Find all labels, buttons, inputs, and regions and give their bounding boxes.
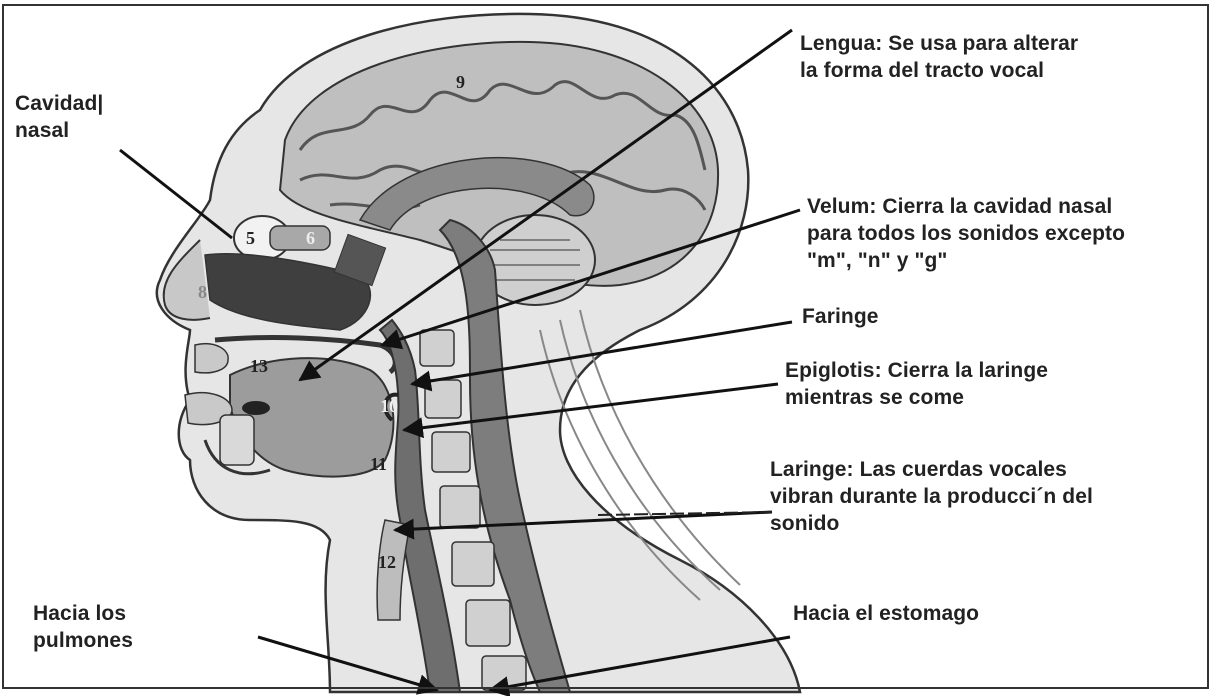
label-velum: Velum: Cierra la cavidad nasal para todo…: [807, 193, 1125, 274]
label-cavidad-nasal: Cavidad| nasal: [15, 90, 103, 144]
label-laringe: Laringe: Las cuerdas vocales vibran dura…: [770, 456, 1093, 537]
label-hacia-pulmones: Hacia los pulmones: [33, 600, 133, 654]
label-lengua: Lengua: Se usa para alterar la forma del…: [800, 30, 1078, 84]
label-hacia-estomago: Hacia el estomago: [793, 600, 979, 627]
label-faringe: Faringe: [802, 303, 879, 330]
label-epiglotis: Epiglotis: Cierra la laringe mientras se…: [785, 357, 1048, 411]
figure-border: [2, 4, 1209, 689]
